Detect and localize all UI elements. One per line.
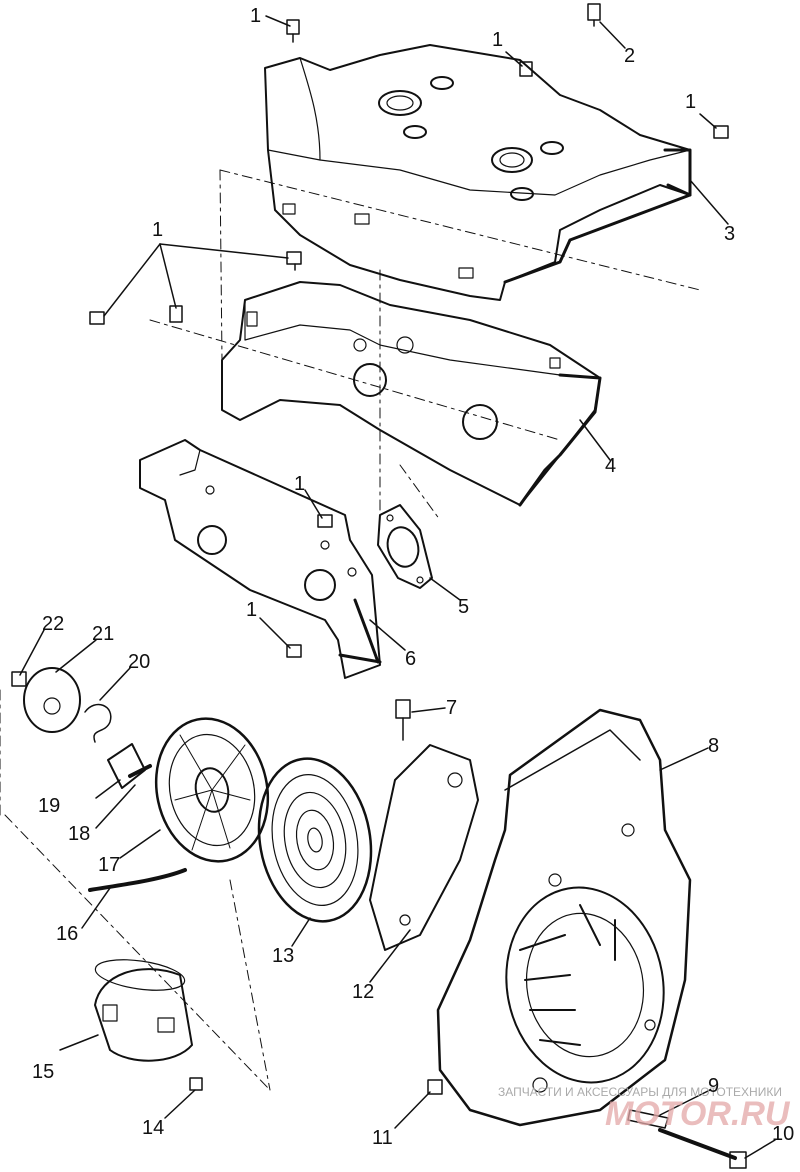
callout-10: 10 (772, 1123, 794, 1145)
starter-cup-part-15 (94, 968, 193, 1062)
callout-21: 21 (92, 623, 114, 645)
callout-17: 17 (98, 854, 120, 876)
starter-rope-part-16 (88, 868, 187, 892)
callout-22: 22 (42, 613, 64, 635)
clip-part-9 (627, 1109, 669, 1129)
callout-18: 18 (68, 823, 90, 845)
pawl-part-19 (107, 743, 146, 789)
callout-11: 11 (372, 1127, 393, 1149)
bolt-part-11 (427, 1079, 443, 1095)
callout-15: 15 (32, 1061, 54, 1083)
callout-6: 6 (405, 648, 416, 670)
callout-16: 16 (56, 923, 78, 945)
callout-9: 9 (708, 1075, 719, 1097)
callout-8: 8 (708, 735, 719, 757)
middle-shroud-part-4 (221, 281, 602, 507)
nut-part-22 (11, 671, 27, 687)
callout-20: 20 (128, 651, 150, 673)
watermark-text: ЗАПЧАСТИ И АКСЕССУАРЫ ДЛЯ МОТОТЕХНИКИ (498, 1085, 782, 1099)
callout-1-lower: 1 (246, 599, 257, 621)
gasket-part-5 (377, 504, 433, 589)
starter-assembly (11, 667, 479, 1091)
callout-19: 19 (38, 795, 60, 817)
top-shroud-part-3 (264, 44, 692, 301)
ratchet-spring-part-20 (84, 703, 112, 743)
bolt-set (89, 3, 729, 741)
callout-4: 4 (605, 455, 616, 477)
lower-shroud-part-6 (139, 439, 382, 679)
fan-housing-part-8 (427, 708, 747, 1169)
callout-12: 12 (352, 981, 374, 1003)
pin-part-18 (128, 764, 152, 778)
long-bolt-part-10 (658, 1128, 737, 1160)
cover-plate-part-21 (23, 667, 81, 733)
callout-2: 2 (624, 45, 635, 67)
bracket-part-12 (369, 744, 479, 951)
pulley-part-17 (154, 717, 270, 863)
callout-14: 14 (142, 1117, 164, 1139)
assembly-lines (0, 169, 701, 1091)
callout-1-center: 1 (294, 473, 305, 495)
callout-7: 7 (446, 697, 457, 719)
callout-1-top-right: 1 (685, 91, 696, 113)
callout-13: 13 (272, 945, 294, 967)
callout-5: 5 (458, 596, 469, 618)
recoil-spring-part-13 (257, 757, 373, 923)
callout-3: 3 (724, 223, 735, 245)
callout-1-top-center: 1 (492, 29, 503, 51)
callout-1-top-left: 1 (250, 5, 261, 27)
screw-part-14 (189, 1077, 203, 1091)
callout-1-upper-left: 1 (152, 219, 163, 241)
watermark-logo: MOTOR.RU (605, 1095, 791, 1133)
leader-lines (19, 15, 776, 1159)
